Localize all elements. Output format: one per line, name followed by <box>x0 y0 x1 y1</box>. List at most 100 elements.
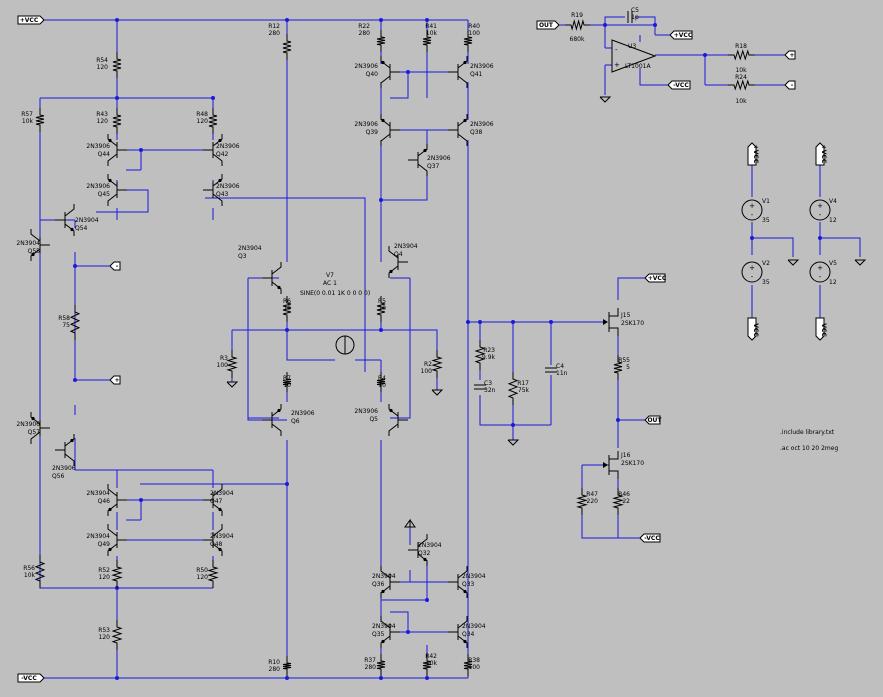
resistor-r55[interactable] <box>613 355 623 380</box>
voltage-source-v1[interactable]: +- <box>741 199 763 221</box>
resistor-value: 280 <box>269 666 281 673</box>
transistor-ref: Q45 <box>98 191 111 198</box>
transistor-q36[interactable] <box>380 566 400 598</box>
jfet-j15[interactable] <box>603 308 619 336</box>
resistor-r5[interactable] <box>376 296 386 322</box>
resistor-r57[interactable] <box>35 108 45 132</box>
transistor-q55[interactable] <box>30 229 50 261</box>
resistor-r12[interactable] <box>282 34 292 60</box>
resistor-r52[interactable] <box>111 560 123 588</box>
net-flag-vcc-neg-opamp[interactable]: -VCC <box>667 80 691 90</box>
junction-dot <box>379 18 383 22</box>
spice-include-directive[interactable]: .include library.txt <box>780 429 835 436</box>
voltage-source-v4[interactable]: +- <box>809 199 831 221</box>
transistor-q35[interactable] <box>380 616 400 648</box>
transistor-q42[interactable] <box>203 134 223 166</box>
resistor-r23[interactable] <box>474 340 486 370</box>
net-flag-minus[interactable]: - <box>109 261 121 271</box>
resistor-r48[interactable] <box>208 108 218 134</box>
transistor-q6[interactable] <box>262 404 282 436</box>
resistor-value: 280 <box>359 30 371 37</box>
transistor-q3[interactable] <box>262 262 282 294</box>
net-flag-out-j15[interactable]: OUT <box>644 415 662 425</box>
resistor-r43[interactable] <box>112 108 122 134</box>
resistor-r24[interactable] <box>728 79 755 91</box>
transistor-q5[interactable] <box>388 404 408 436</box>
resistor-r47[interactable] <box>576 488 588 515</box>
transistor-q32[interactable] <box>408 534 428 566</box>
capacitor-c4[interactable] <box>545 367 557 373</box>
resistor-r10[interactable] <box>282 656 292 676</box>
spice-ac-directive[interactable]: .ac oct 10 20 2meg <box>780 445 838 452</box>
net-flag-v1-vcc[interactable]: +VCC <box>747 142 759 166</box>
resistor-r17[interactable] <box>507 372 519 405</box>
transistor-q41[interactable] <box>448 56 468 88</box>
resistor-r50[interactable] <box>207 560 219 588</box>
resistor-r4[interactable] <box>376 372 386 392</box>
net-flag-vcc-neg-j16[interactable]: -VCC <box>639 533 661 543</box>
resistor-r58[interactable] <box>69 305 81 340</box>
transistor-q33[interactable] <box>448 566 468 598</box>
transistor-q38[interactable] <box>448 114 468 146</box>
transistor-q39[interactable] <box>380 114 400 146</box>
resistor-r56[interactable] <box>34 555 46 588</box>
resistor-ref: R23 <box>483 347 495 354</box>
resistor-r38[interactable] <box>463 654 473 676</box>
transistor-q56[interactable] <box>55 434 75 466</box>
capacitor-c3[interactable] <box>474 384 486 390</box>
resistor-r54[interactable] <box>112 52 122 78</box>
resistor-r42[interactable] <box>422 654 432 676</box>
resistor-r18[interactable] <box>728 49 755 61</box>
transistor-q4[interactable] <box>388 246 408 278</box>
transistor-q40[interactable] <box>380 56 400 88</box>
voltage-source-v2[interactable]: +- <box>741 261 763 283</box>
spice-directives[interactable]: .include library.txt .ac oct 10 20 2meg <box>780 429 838 452</box>
transistor-ref: Q35 <box>372 631 385 638</box>
net-flag-v5-vcc[interactable]: -VCC <box>815 317 827 341</box>
transistor-q47[interactable] <box>203 484 223 516</box>
transistor-q54[interactable] <box>55 204 75 236</box>
resistor-ref: R6 <box>283 298 291 305</box>
transistor-q34[interactable] <box>448 616 468 648</box>
resistor-r46[interactable] <box>612 488 624 515</box>
voltage-source-v5[interactable]: +- <box>809 261 831 283</box>
net-flag-minus-out[interactable]: - <box>784 80 796 90</box>
resistor-r53[interactable] <box>111 620 123 650</box>
net-flag-out-opamp[interactable]: OUT <box>536 20 560 30</box>
net-flag-v2-vcc[interactable]: -VCC <box>747 317 759 341</box>
net-labels[interactable]: +VCC-VCC-++VCCOUT-VCCOUT+VCC-VCC+-+VCC-V… <box>17 15 827 683</box>
resistor-r6[interactable] <box>282 296 292 322</box>
transistor-q37[interactable] <box>408 144 428 176</box>
resistor-r40[interactable] <box>463 30 473 52</box>
jfet-j16[interactable] <box>603 451 619 479</box>
transistor-q57[interactable] <box>30 412 50 444</box>
transistor-q48[interactable] <box>203 524 223 556</box>
capacitor-c5[interactable] <box>627 11 633 23</box>
transistor-q49[interactable] <box>107 524 127 556</box>
net-flag-vcc-pos-opamp[interactable]: +VCC <box>669 30 693 40</box>
resistor-r22[interactable] <box>376 30 386 52</box>
resistor-value: 5 <box>626 364 630 371</box>
net-flag-plus-out[interactable]: + <box>784 50 796 60</box>
resistor-value: 280 <box>365 664 377 671</box>
transistor-q45[interactable] <box>107 174 127 206</box>
net-flag-v4-vcc[interactable]: +VCC <box>815 142 827 166</box>
components[interactable]: -++-+-+-+- <box>30 11 867 676</box>
opamp-u3[interactable]: -+ <box>611 39 657 73</box>
voltage-source-v7[interactable] <box>335 335 355 355</box>
resistor-r37[interactable] <box>376 654 386 676</box>
transistor-q44[interactable] <box>107 134 127 166</box>
resistor-r19[interactable] <box>565 19 590 31</box>
junction-dot <box>379 676 383 680</box>
net-flag-plus[interactable]: + <box>109 375 121 385</box>
resistor-r2[interactable] <box>431 350 443 378</box>
resistor-r7[interactable] <box>282 372 292 392</box>
transistor-q46[interactable] <box>107 484 127 516</box>
net-flag-vcc-pos[interactable]: +VCC <box>17 15 45 25</box>
net-flag-vcc-pos-j15[interactable]: +VCC <box>644 273 667 283</box>
resistor-r41[interactable] <box>422 30 432 52</box>
resistor-r3[interactable] <box>226 350 238 378</box>
transistor-q43[interactable] <box>203 174 223 206</box>
net-flag-vcc-neg[interactable]: -VCC <box>17 673 45 683</box>
